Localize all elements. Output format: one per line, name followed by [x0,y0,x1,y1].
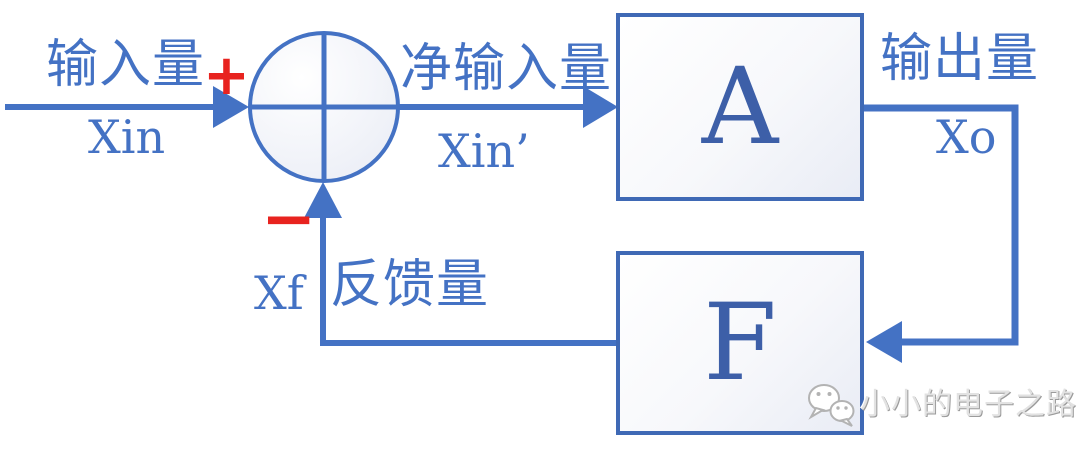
feedback-arrowhead [304,182,342,218]
feedback-network-label: F [703,281,777,404]
net-input-arrowhead [583,86,618,128]
plus-sign: + [203,43,250,108]
wechat-icon [808,384,855,427]
output-symbol: Xo [936,110,997,164]
watermark-text: 小小的电子之路 [860,388,1077,421]
watermark: 小小的电子之路 [806,382,1077,428]
block-feedback-network: F [616,251,864,435]
into-feedback-arrowhead [866,321,902,363]
input-symbol: Xin [88,110,166,164]
minus-sign: − [261,180,317,257]
feedback-quantity-label: 反馈量 [330,257,490,314]
net-input-symbol: Xin’ [438,124,530,178]
input-arrowhead [213,86,249,128]
amplifier-label: A [701,45,779,168]
block-amplifier: A [616,13,864,201]
output-feedback-wire [864,104,1019,346]
feedback-wire [320,214,618,346]
feedback-symbol: Xf [254,266,304,320]
output-quantity-label: 输出量 [880,31,1040,88]
net-input-quantity-label: 净输入量 [400,41,613,98]
input-quantity-label: 输入量 [46,37,206,94]
